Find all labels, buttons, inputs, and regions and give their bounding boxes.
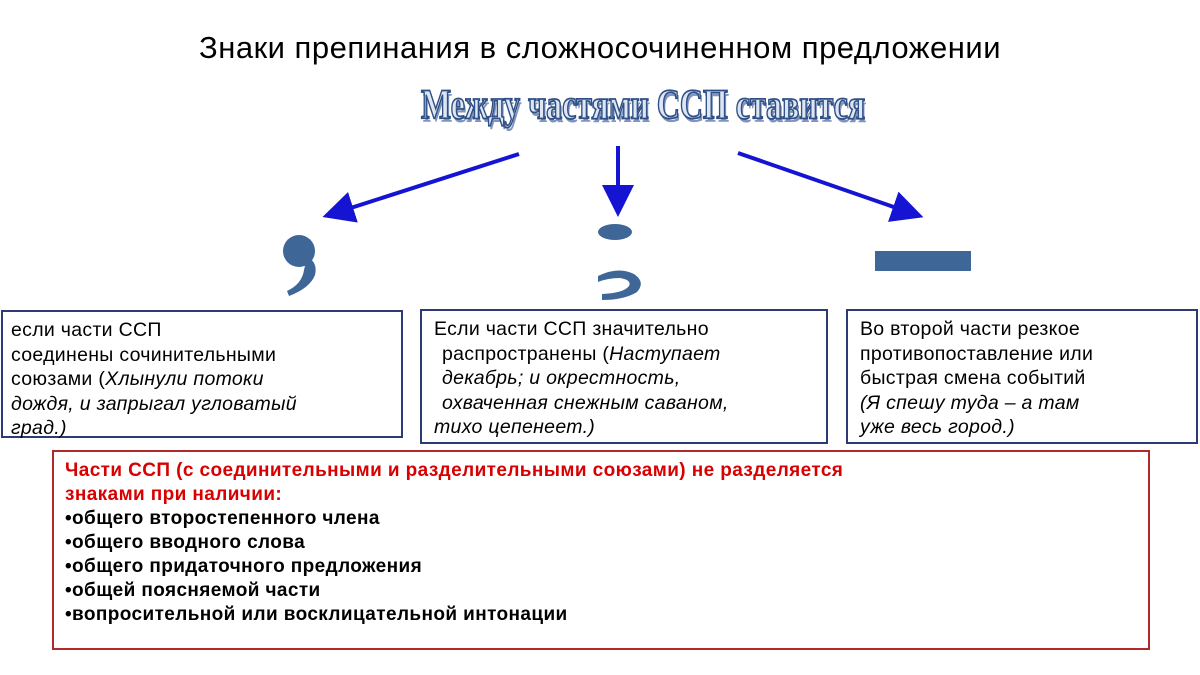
comma-example-line: град.) [11,416,393,441]
comma-rule-line: союзами (Хлынули потоки [11,367,393,392]
rule-heading: знаками при наличии: [65,484,283,505]
semicolon-example: Наступает [609,342,721,365]
page-title: Знаки препинания в сложносочиненном пред… [198,30,1002,65]
dash-rule-line: быстрая смена событий [860,367,1086,389]
dash-rule-line: Во второй части резкое [860,318,1080,340]
rule-list-item: •общей поясняемой части [65,580,321,601]
rule-heading: Части ССП (с соединительными и разделите… [65,460,844,481]
semicolon-example-line: декабрь; и окрестность, [434,366,818,391]
dash-example: (Я спешу туда – а там [860,391,1080,414]
semicolon-example: тихо цепенеет.) [434,416,596,438]
semicolon-example-line: охваченная снежным саваном, [434,391,818,416]
semicolon-mark [598,224,641,300]
dash-example: уже весь город.) [860,416,1015,438]
dash-example-line: (Я спешу туда – а там [860,391,1188,416]
comma-example: град.) [11,417,67,439]
dash-example-line: уже весь город.) [860,415,1188,440]
no-punctuation-rule-box: Части ССП (с соединительными и разделите… [52,450,1150,650]
dash-rule-line: противопоставление или [860,342,1094,365]
comma-rule-text: союзами ( [11,368,106,390]
subtitle-text: Между частями ССП ставится [420,81,866,130]
comma-example-line: дождя, и запрыгал угловатый [11,392,393,417]
subtitle-wordart: Между частями ССП ставится [385,80,866,140]
comma-example: дождя, и запрыгал угловатый [11,392,297,415]
rule-list-item: •общего вводного слова [65,532,306,553]
semicolon-example: декабрь; и окрестность, [442,367,681,389]
semicolon-rule-text: распространены ( [442,342,610,365]
comma-mark [283,235,316,296]
semicolon-rule-box: Если части ССП значительно распространен… [420,309,828,444]
rule-list-item: •общего придаточного предложения [65,556,423,577]
semicolon-rule-line: распространены (Наступает [434,342,818,367]
dash-rule-box: Во второй части резкое противопоставлени… [846,309,1198,444]
arrow-left [322,152,520,223]
arrow-right [737,151,924,222]
rule-list-item: •вопросительной или восклицательной инто… [65,604,568,625]
comma-rule-line: если части ССП [11,319,162,341]
dash-mark [875,251,971,271]
comma-example: Хлынули потоки [105,368,264,390]
comma-rule-line: соединены сочинительными [11,343,277,366]
rule-list-item: •общего второстепенного члена [65,508,380,529]
semicolon-example: охваченная снежным саваном, [442,391,729,414]
comma-rule-box: если части ССП соединены сочинительными … [1,310,403,441]
semicolon-example-line: тихо цепенеет.) [434,415,818,440]
semicolon-rule-line: Если части ССП значительно [434,318,709,340]
